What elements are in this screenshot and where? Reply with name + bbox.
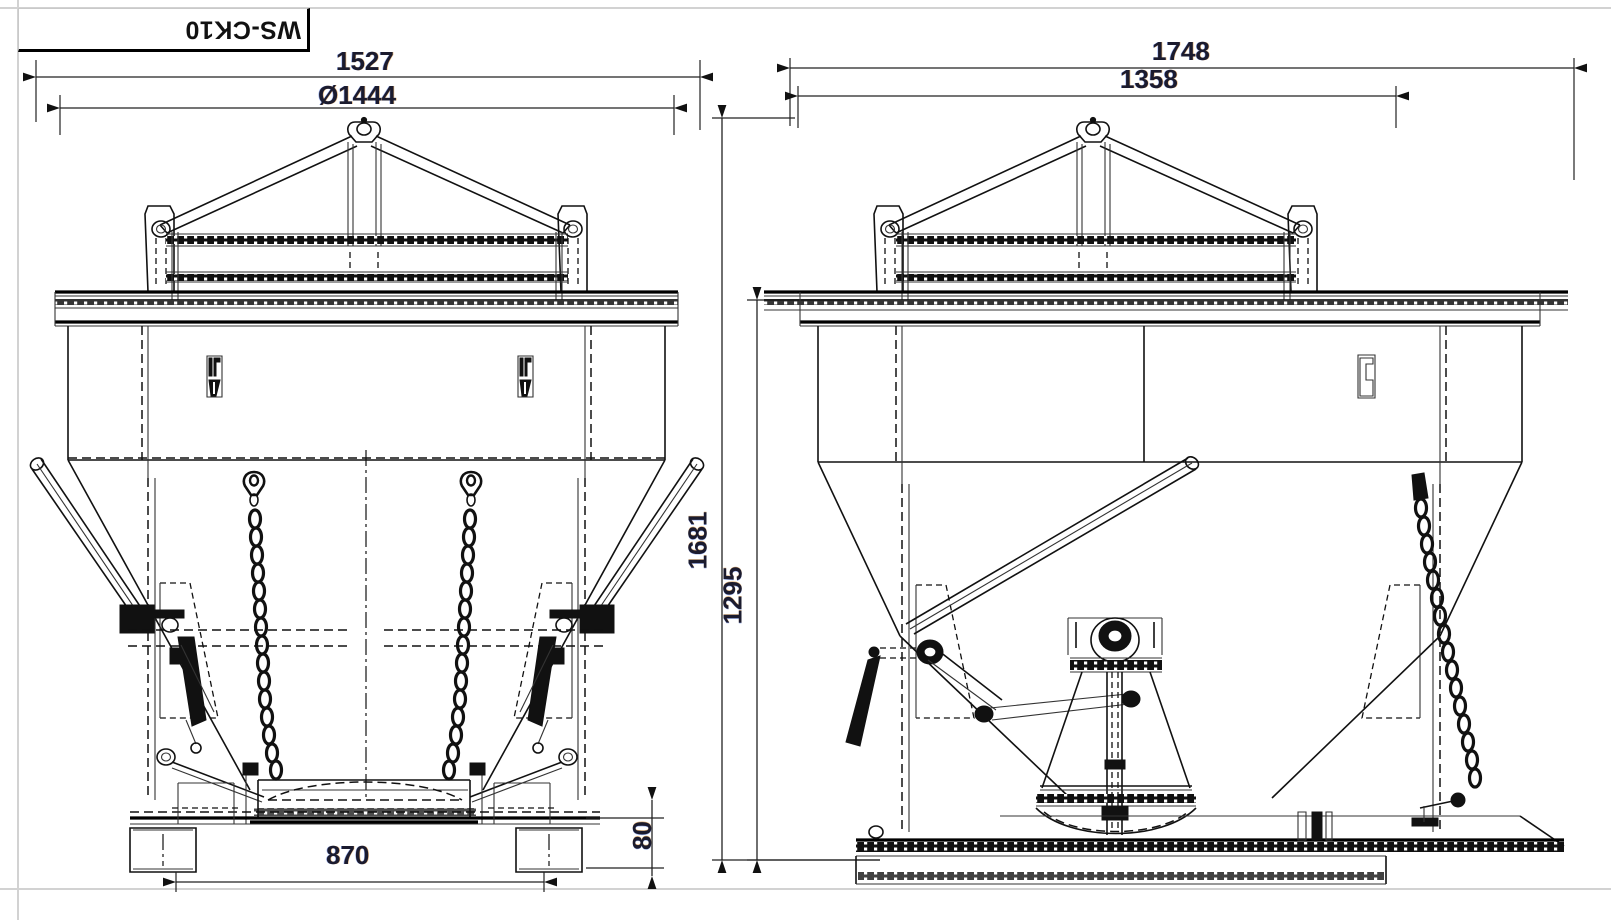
- front-cylinder-right: [519, 636, 565, 754]
- side-top-flange: [764, 290, 1568, 327]
- front-chain-left: [242, 470, 284, 781]
- front-skid-feet: [129, 782, 600, 873]
- side-view: [712, 58, 1587, 885]
- frame-left-line: [17, 0, 19, 920]
- front-pivot-block-left: [119, 604, 350, 647]
- front-lifting-bail: [144, 116, 588, 300]
- front-top-flange: [54, 290, 679, 327]
- dim-label-1295: 1295: [717, 566, 748, 625]
- side-nameplate: [1357, 354, 1376, 399]
- front-cylinder-left: [169, 636, 215, 754]
- title-block: WS-CK10: [18, 8, 310, 52]
- dim-1681: [712, 105, 880, 873]
- front-discharge-gate: [242, 762, 486, 824]
- front-nameplate-left: [206, 355, 223, 398]
- frame-top-line: [0, 7, 1611, 9]
- front-hopper-taper: [67, 450, 666, 800]
- dim-1748: [777, 58, 1587, 180]
- side-lifting-bail: [873, 116, 1318, 300]
- dim-label-1358: 1358: [1120, 64, 1178, 94]
- front-pivot-block-right: [384, 604, 615, 647]
- dim-1358: [785, 86, 1409, 128]
- side-pivot-cylinder: [845, 639, 1141, 747]
- side-base-plate: [855, 811, 1565, 885]
- side-discharge-cone: [1035, 617, 1197, 835]
- front-lever-arms: [29, 457, 705, 627]
- front-chain-right: [441, 470, 483, 781]
- dim-80: [586, 787, 664, 889]
- dim-870: [163, 872, 557, 892]
- side-lever-arm: [905, 456, 1200, 635]
- dim-1444: [47, 95, 687, 135]
- front-view: [23, 60, 713, 892]
- dim-label-1444: Ø1444: [318, 80, 397, 110]
- dim-label-1527: 1527: [336, 46, 394, 76]
- side-chain: [1411, 472, 1483, 827]
- side-body-shell: [817, 326, 1523, 484]
- front-gate-linkage: [156, 748, 578, 803]
- dim-label-1681: 1681: [682, 511, 713, 570]
- frame-bottom-line: [0, 888, 1611, 890]
- front-nameplate-right: [517, 355, 534, 398]
- dim-label-80: 80: [626, 821, 657, 850]
- dim-label-1748: 1748: [1152, 36, 1210, 66]
- dim-label-870: 870: [326, 840, 370, 870]
- dim-1295: [747, 287, 880, 873]
- dim-1527: [23, 60, 713, 130]
